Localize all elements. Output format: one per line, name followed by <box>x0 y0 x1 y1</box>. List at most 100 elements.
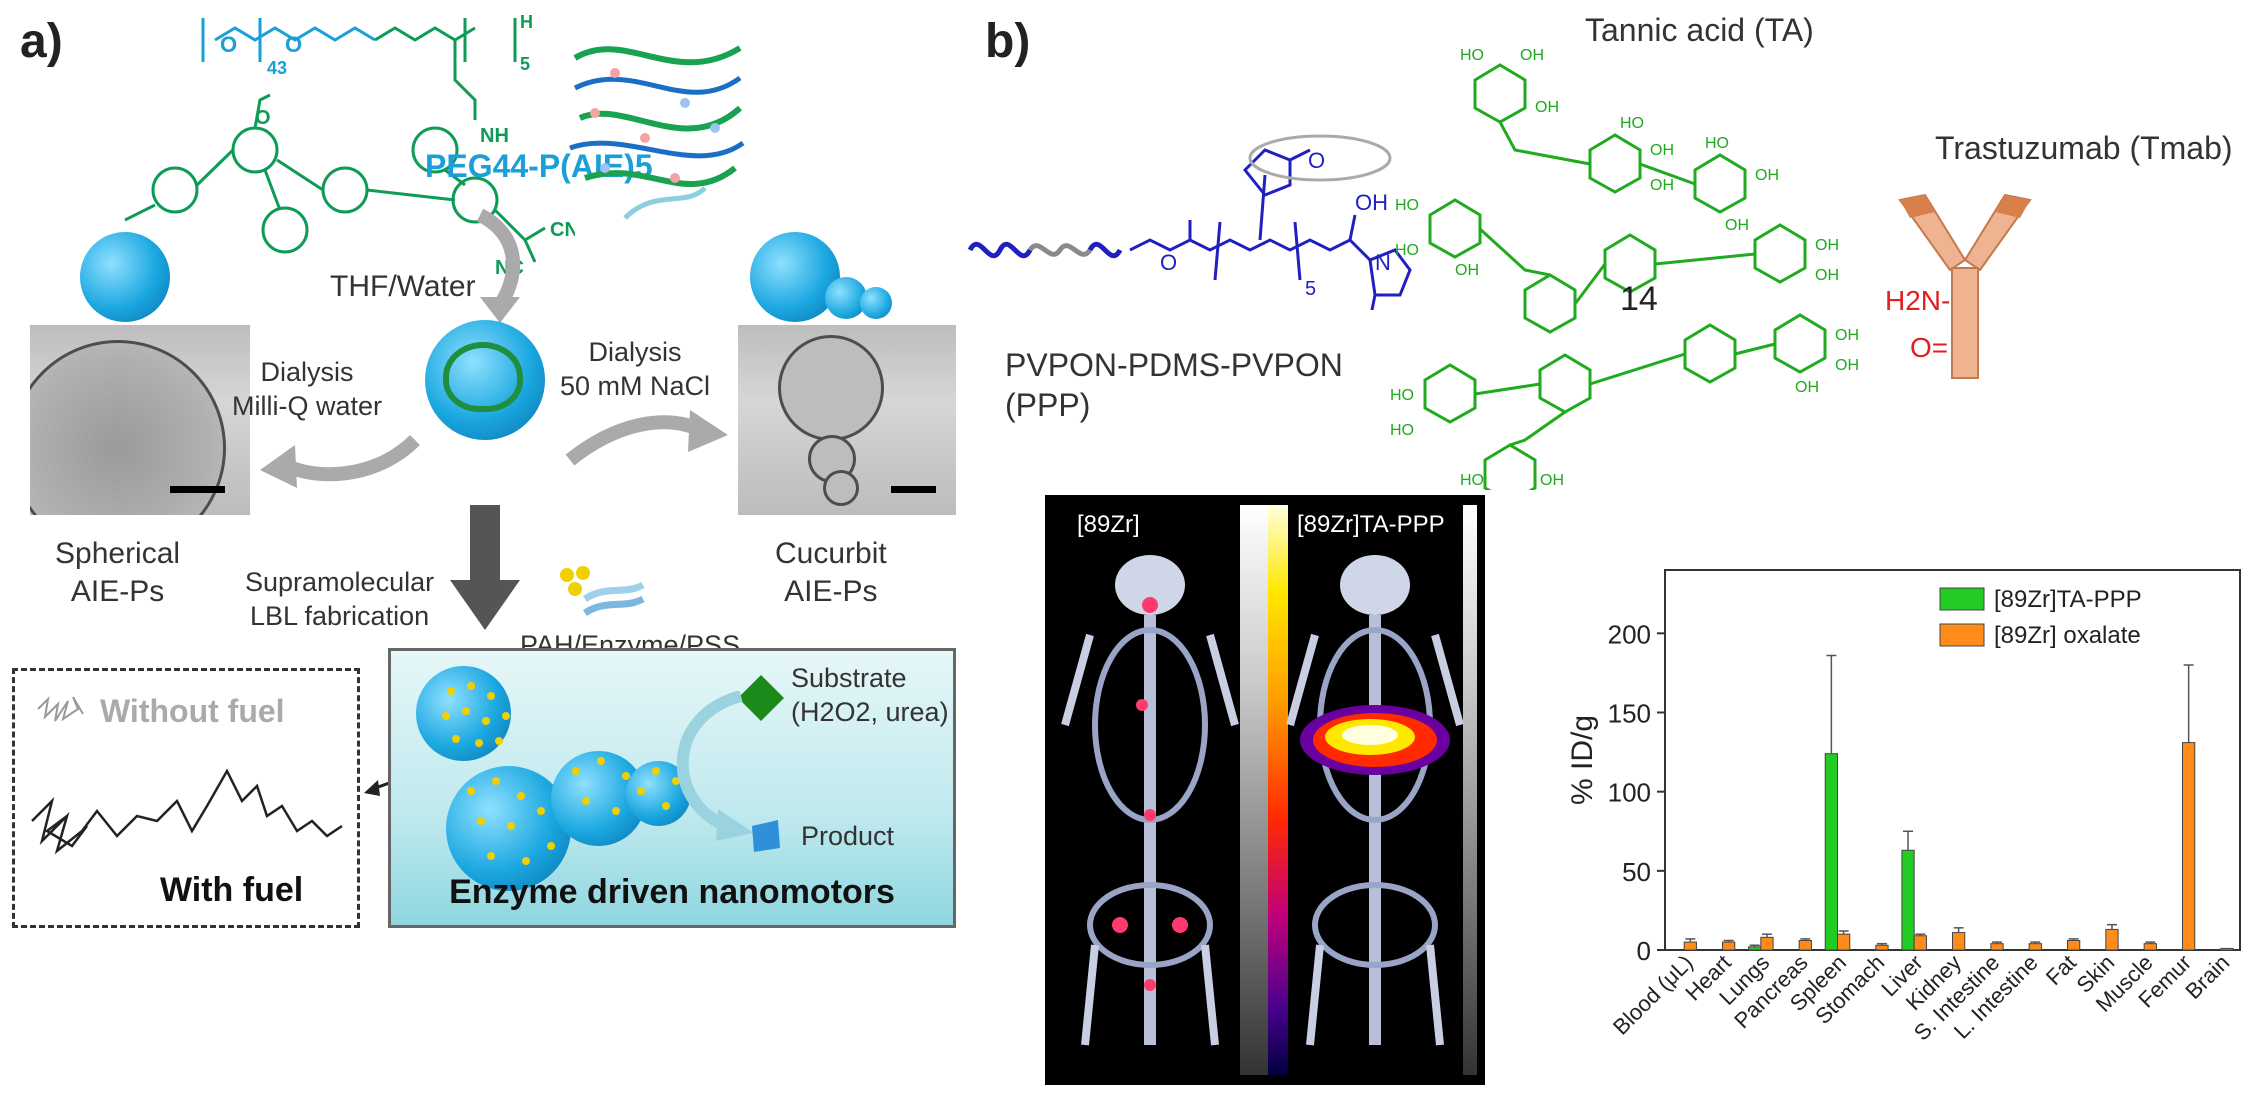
dialysis-left-label: Dialysis Milli-Q water <box>232 357 383 421</box>
polymer-chains-image <box>569 45 745 220</box>
svg-text:CN: CN <box>550 219 575 241</box>
y-tick-label: 50 <box>1622 857 1651 887</box>
svg-text:OH: OH <box>1355 190 1388 215</box>
spherical-particle <box>80 232 170 322</box>
svg-text:OH: OH <box>1815 267 1839 284</box>
nanomotor-title: Enzyme driven nanomotors <box>449 873 895 911</box>
y-tick-label: 100 <box>1608 778 1651 808</box>
svg-text:HO: HO <box>1620 115 1644 132</box>
without-fuel-trajectory <box>37 696 84 722</box>
dialysis-right-label: Dialysis 50 mM NaCl <box>560 337 711 401</box>
legend-swatch <box>1939 623 1985 647</box>
ppp-repeat: 5 <box>1305 278 1316 300</box>
carbonyl-label: O= <box>1910 332 1949 363</box>
product-icon <box>752 820 780 852</box>
ppp-label: PVPON-PDMS-PVPON (PPP) <box>1005 347 1343 423</box>
svg-text:HO: HO <box>1390 422 1414 439</box>
svg-text:OH: OH <box>1795 379 1819 396</box>
mouse-left-image <box>1061 555 1239 1046</box>
svg-text:O: O <box>220 32 237 57</box>
ta-repeat: 14 <box>1620 280 1658 318</box>
legend-label: [89Zr] oxalate <box>1994 622 2141 649</box>
solvent-label: THF/Water <box>330 270 476 303</box>
bar-1-3 <box>1798 940 1812 951</box>
pet-images: [89Zr] [89Zr]TA-PPP <box>1045 495 1485 1085</box>
nanomotor-box: Substrate (H2O2, urea) Product Enzyme dr… <box>388 648 956 928</box>
spherical-micrograph <box>30 325 250 515</box>
cucurbit-label: Cucurbit AIE-Ps <box>775 537 887 608</box>
with-fuel-trajectory <box>31 768 343 855</box>
svg-text:OH: OH <box>1520 47 1544 64</box>
fabrication-arrow <box>450 505 520 630</box>
bar-1-7 <box>1952 932 1966 951</box>
y-tick-label: 0 <box>1637 936 1651 966</box>
y-axis-label: % ID/g <box>1570 715 1599 805</box>
svg-text:OH: OH <box>1815 237 1839 254</box>
svg-text:O: O <box>255 107 271 129</box>
svg-text:HO: HO <box>1705 135 1729 152</box>
bar-1-6 <box>1913 935 1927 951</box>
right-arrow <box>565 410 728 466</box>
svg-text:OH: OH <box>1725 217 1749 234</box>
bar-1-1 <box>1722 941 1736 951</box>
tannic-acid-label: Tannic acid (TA) <box>1585 12 1814 48</box>
svg-text:HO: HO <box>1395 242 1419 259</box>
svg-text:5: 5 <box>520 54 530 74</box>
svg-text:NH: NH <box>480 125 509 147</box>
svg-text:OH: OH <box>1835 327 1859 344</box>
substrate-label: Substrate (H2O2, urea) <box>791 663 949 727</box>
enzyme-dots <box>442 682 680 865</box>
svg-text:O: O <box>1160 250 1177 275</box>
svg-text:OH: OH <box>1535 99 1559 116</box>
svg-text:OH: OH <box>1650 142 1674 159</box>
product-label: Product <box>801 821 895 851</box>
reaction-arrow <box>676 691 754 841</box>
bar-0-6 <box>1901 849 1915 951</box>
svg-text:OH: OH <box>1650 177 1674 194</box>
svg-text:OH: OH <box>1540 472 1564 489</box>
bar-0-4 <box>1824 753 1839 951</box>
down-curved-arrow <box>476 208 520 323</box>
svg-text:OH: OH <box>1755 167 1779 184</box>
bar-1-10 <box>2067 940 2081 951</box>
panel-a-label: a) <box>20 15 63 68</box>
peg-aie-structure: O O 43 5 H NH O NC CN <box>124 12 575 279</box>
left-arrow <box>260 434 420 488</box>
substrate-icon <box>738 675 784 721</box>
trastuzumab-label: Trastuzumab (Tmab) <box>1935 130 2233 166</box>
bar-1-12 <box>2143 943 2157 951</box>
tannic-acid-structure: HO OH OH HO OH OH HO HO OH HO OH OH OH OH HO HO OH… <box>1390 47 1859 490</box>
without-fuel-label: Without fuel <box>100 693 285 729</box>
mouse-right-label: [89Zr]TA-PPP <box>1297 511 1445 538</box>
layer-icon <box>560 566 645 616</box>
svg-text:HO: HO <box>1460 472 1484 489</box>
bar-1-11 <box>2105 928 2119 951</box>
bar-1-14 <box>2220 947 2234 951</box>
svg-text:O: O <box>285 32 302 57</box>
y-tick-label: 200 <box>1608 619 1651 649</box>
central-particle <box>425 320 545 440</box>
x-tick-label: Brain <box>2180 950 2234 1004</box>
cucurbit-micrograph <box>738 325 956 515</box>
bar-1-8 <box>1990 943 2004 951</box>
fabrication-label: Supramolecular LBL fabrication <box>245 567 435 631</box>
panel-b-label: b) <box>985 15 1031 68</box>
fuel-comparison-box: Without fuel With fuel <box>12 668 360 928</box>
amine-label: H2N- <box>1885 285 1951 316</box>
svg-text:H: H <box>520 12 533 32</box>
with-fuel-label: With fuel <box>160 871 304 909</box>
antibody-icon <box>1898 193 2032 379</box>
bar-1-9 <box>2028 943 2042 951</box>
svg-text:HO: HO <box>1390 387 1414 404</box>
svg-text:OH: OH <box>1455 262 1479 279</box>
svg-text:43: 43 <box>267 58 287 78</box>
mouse-right-image <box>1286 555 1464 1046</box>
legend-label: [89Zr]TA-PPP <box>1994 586 2142 613</box>
svg-text:HO: HO <box>1460 47 1484 64</box>
svg-text:O: O <box>1308 148 1325 173</box>
svg-text:N: N <box>1375 250 1391 275</box>
mouse-left-label: [89Zr] <box>1077 511 1140 538</box>
polymer-label: PEG44-P(AIE)5 <box>425 148 653 184</box>
bar-1-0 <box>1683 941 1697 951</box>
